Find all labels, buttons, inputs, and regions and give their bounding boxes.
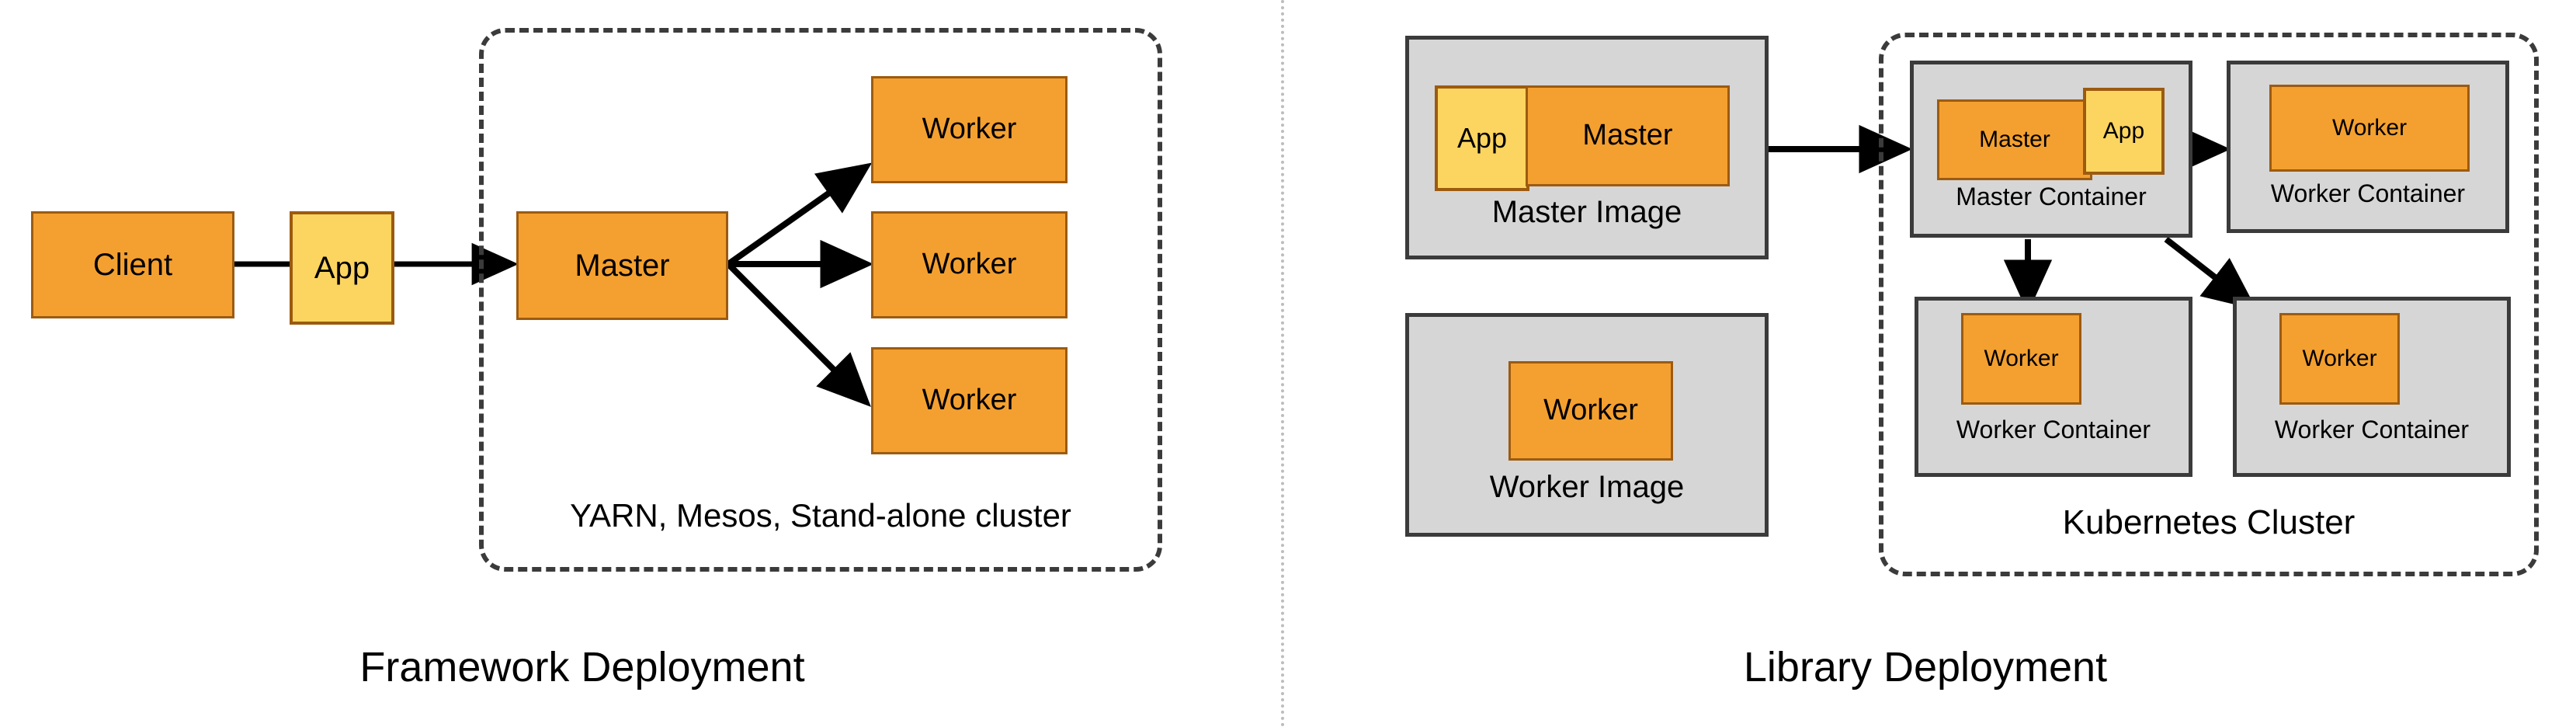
worker-container-box-1[interactable]: Worker Worker Container: [2227, 61, 2509, 233]
master-box[interactable]: Master: [516, 211, 728, 320]
app-note-master-image-label: App: [1456, 122, 1508, 154]
worker-container-caption-1: Worker Container: [2231, 179, 2505, 208]
app-note-master-image-wrap[interactable]: App: [1435, 85, 1529, 191]
kubernetes-cluster-label: Kubernetes Cluster: [1879, 503, 2539, 542]
master-image-caption-text: Master Image: [1491, 195, 1682, 229]
master-process-in-container[interactable]: Master: [1937, 99, 2092, 180]
master-process-in-container-label: Master: [1979, 127, 2050, 153]
app-note-master-container-label: App: [2102, 118, 2145, 144]
worker-process-in-container-1-label: Worker: [2331, 115, 2408, 141]
worker-container-caption-2: Worker Container: [1918, 416, 2189, 444]
worker-box-3[interactable]: Worker: [871, 347, 1068, 454]
master-container-caption: Master Container: [1914, 183, 2189, 211]
framework-cluster-boundary: [479, 28, 1162, 572]
library-deployment-caption-text: Library Deployment: [1743, 644, 2108, 690]
worker-image-caption-text: Worker Image: [1489, 470, 1685, 504]
master-process-in-image[interactable]: Master: [1526, 85, 1730, 186]
framework-cluster-label: YARN, Mesos, Stand-alone cluster: [479, 497, 1162, 534]
library-deployment-caption: Library Deployment: [1320, 643, 2531, 691]
worker-container-box-2[interactable]: Worker Worker Container: [1915, 297, 2192, 477]
worker-process-in-container-3-label: Worker: [2302, 346, 2377, 372]
framework-deployment-caption: Framework Deployment: [140, 643, 1025, 691]
worker-process-in-container-2-label: Worker: [1984, 346, 2059, 372]
worker-container-caption-1-text: Worker Container: [2270, 179, 2466, 207]
app-note-master-image[interactable]: App: [1435, 85, 1529, 191]
worker-label-2: Worker: [922, 248, 1017, 281]
worker-container-caption-3: Worker Container: [2237, 416, 2507, 444]
master-image-caption: Master Image: [1409, 195, 1765, 230]
client-box[interactable]: Client: [31, 211, 234, 318]
master-container-box[interactable]: Master App Master Container: [1910, 61, 2192, 238]
framework-cluster-label-text: YARN, Mesos, Stand-alone cluster: [570, 497, 1071, 534]
worker-image-caption: Worker Image: [1409, 470, 1765, 505]
worker-process-in-container-3[interactable]: Worker: [2279, 313, 2400, 405]
worker-label-3: Worker: [922, 384, 1017, 417]
worker-process-in-image-label: Worker: [1543, 394, 1638, 427]
master-image-box[interactable]: App Master Master Image: [1405, 36, 1769, 259]
worker-box-1[interactable]: Worker: [871, 76, 1068, 183]
client-label: Client: [92, 248, 173, 282]
master-label: Master: [575, 249, 670, 283]
kubernetes-cluster-label-text: Kubernetes Cluster: [2062, 503, 2356, 541]
master-process-in-image-label: Master: [1582, 119, 1673, 152]
worker-image-box[interactable]: Worker Worker Image: [1405, 313, 1769, 537]
worker-label-1: Worker: [922, 113, 1017, 146]
master-container-caption-text: Master Container: [1956, 183, 2147, 210]
framework-deployment-caption-text: Framework Deployment: [359, 644, 805, 690]
kubernetes-cluster-boundary: [1879, 33, 2539, 576]
worker-container-box-3[interactable]: Worker Worker Container: [2233, 297, 2511, 477]
worker-box-2[interactable]: Worker: [871, 211, 1068, 318]
worker-process-in-container-2[interactable]: Worker: [1961, 313, 2081, 405]
worker-container-caption-3-text: Worker Container: [2274, 416, 2470, 444]
worker-process-in-container-1[interactable]: Worker: [2269, 85, 2470, 172]
app-note-master-container-wrap[interactable]: App: [2083, 88, 2165, 175]
app-note-left-wrap[interactable]: App: [290, 211, 394, 325]
panel-divider: [1281, 0, 1284, 727]
app-note-left-label: App: [314, 250, 370, 285]
app-note-left[interactable]: App: [290, 211, 394, 325]
app-note-master-container[interactable]: App: [2083, 88, 2165, 175]
worker-process-in-image[interactable]: Worker: [1508, 361, 1673, 461]
worker-container-caption-2-text: Worker Container: [1956, 416, 2151, 444]
